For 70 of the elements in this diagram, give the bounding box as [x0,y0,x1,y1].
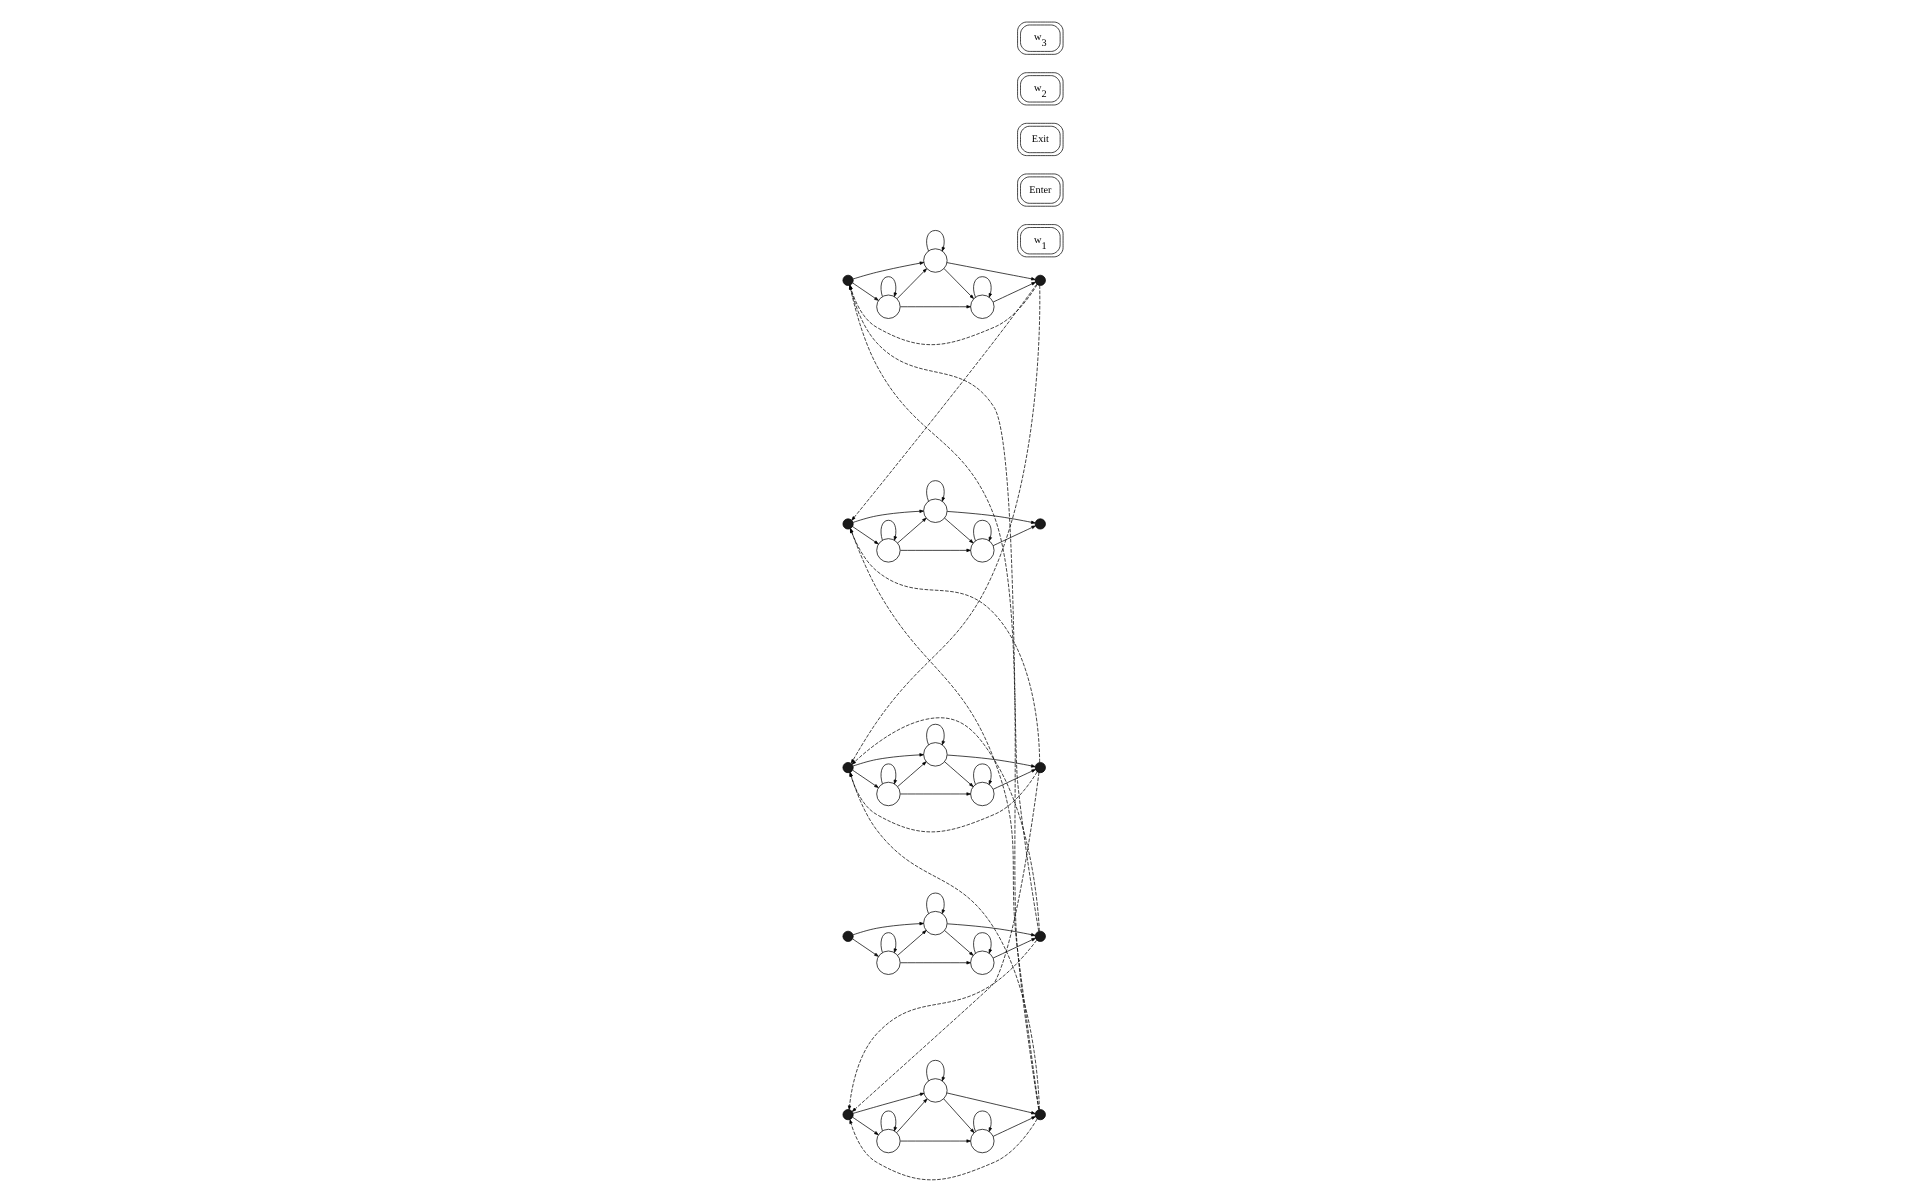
arrow [851,717,1040,932]
arrow [850,528,1040,763]
arrow [896,1098,928,1134]
arrow [944,761,974,787]
arrow [900,548,971,552]
arrow [900,961,971,965]
arrow [900,305,971,309]
arrow [849,1118,1038,1181]
arrow [851,283,1038,521]
arrow [943,268,974,299]
arrow [946,262,1036,281]
node-dot [1034,1109,1046,1121]
arrow [926,480,945,502]
arrow [897,761,927,787]
arrow [852,261,925,280]
arrow [896,268,927,300]
arrow [852,769,879,788]
arrow [992,525,1036,546]
arrow [943,1098,975,1133]
arrow [946,754,1036,768]
arrow [944,517,974,544]
node-dot [842,1109,854,1121]
arrow [946,1092,1036,1115]
arrow [992,937,1036,959]
node-dot [842,274,854,286]
arrow [849,771,1038,833]
arrow [897,517,927,544]
node-dot [842,930,854,942]
arrow [880,763,897,785]
node-dot [842,762,854,774]
arrow [852,526,879,545]
node-dot [1034,762,1046,774]
arrow [973,763,992,785]
arrow [850,285,1041,764]
arrow [848,285,1040,1110]
arrow [852,1092,925,1114]
arrow [900,1139,971,1143]
arrow [847,939,1038,1110]
arrow [926,723,945,746]
arrow [852,938,879,957]
node-dot [1034,930,1046,942]
arrow [880,932,897,953]
arrow [850,528,1040,1110]
arrow [852,1116,879,1135]
arrow [992,281,1036,303]
arrow [973,519,992,542]
node-dot [1034,518,1046,530]
arrow [852,509,924,523]
arrow [944,930,974,956]
arrow [849,284,1038,345]
node-dot [1034,274,1046,286]
arrow [973,276,992,298]
arrow [946,923,1036,937]
arrow [973,1110,992,1132]
arrow [852,922,924,936]
arrow [992,769,1036,790]
arrow [880,276,897,297]
arrow [926,230,945,252]
arrow [849,285,1040,932]
arrow [880,519,897,541]
arrow [897,930,927,956]
arrow [946,511,1036,524]
arrow [900,792,971,796]
arrow [880,1110,897,1132]
arrow [973,932,992,954]
arrow [852,282,879,301]
arrow [992,1116,1036,1137]
arrow [926,1059,945,1082]
arrow [926,892,945,914]
arrow [852,753,924,767]
